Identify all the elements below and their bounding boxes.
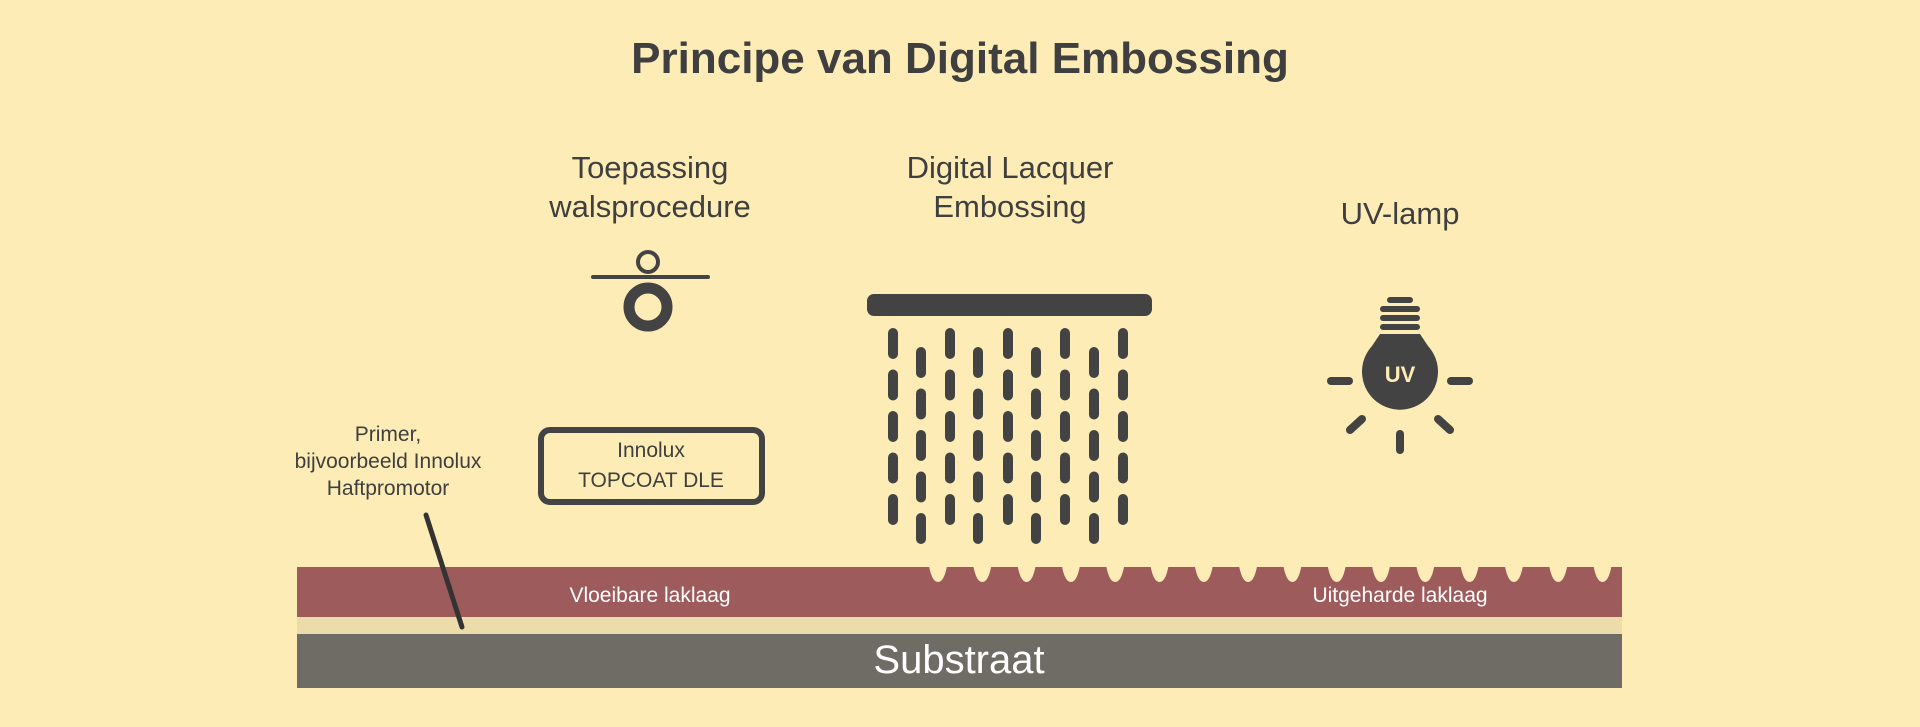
step-dle-line2: Embossing [933, 189, 1087, 224]
substrate-layer [297, 634, 1622, 688]
droplet [1060, 328, 1070, 359]
primer-layer [297, 617, 1622, 634]
emboss-notch [1194, 566, 1213, 582]
droplet [1060, 369, 1070, 401]
print-head-icon [867, 294, 1152, 316]
droplet [945, 452, 955, 484]
droplet [916, 471, 926, 503]
droplet [973, 471, 983, 503]
product-name: Innolux [617, 439, 685, 462]
primer-line2: bijvoorbeeld Innolux [294, 450, 482, 473]
droplet [973, 388, 983, 420]
roller-icon [591, 250, 710, 332]
emboss-notch [1106, 566, 1125, 582]
emboss-notch [1327, 566, 1346, 582]
emboss-notch [1061, 566, 1080, 582]
droplet [945, 494, 955, 525]
page-title: Principe van Digital Embossing [631, 34, 1289, 83]
droplet [945, 328, 955, 359]
droplet [1118, 452, 1128, 484]
primer-pointer-line [423, 512, 465, 630]
uv-bulb-icon [1327, 297, 1473, 454]
droplet [916, 388, 926, 420]
droplet [1118, 411, 1128, 442]
step-roller-line1: Toepassing [571, 150, 729, 185]
emboss-notch [1504, 566, 1523, 582]
droplet [945, 411, 955, 442]
droplet [1031, 347, 1041, 378]
step-dle-line1: Digital Lacquer [906, 150, 1114, 185]
step-roller-heading: Toepassing walsprocedure [549, 148, 751, 226]
droplet [1060, 452, 1070, 484]
droplet [1003, 452, 1013, 484]
lacquer-layer [297, 567, 1622, 617]
primer-line1: Primer, [354, 423, 422, 446]
step-roller-line2: walsprocedure [549, 189, 751, 224]
droplet [1003, 411, 1013, 442]
cured-layer-label: Uitgeharde laklaag [1312, 584, 1488, 607]
droplet [1060, 411, 1070, 442]
primer-line3: Haftpromotor [326, 477, 450, 500]
primer-label: Primer, bijvoorbeeld Innolux Haftpromoto… [295, 421, 482, 502]
product-variant: TOPCOAT DLE [578, 469, 724, 492]
droplet [888, 411, 898, 442]
step-dle-heading: Digital Lacquer Embossing [907, 148, 1114, 226]
emboss-notch [1593, 566, 1612, 582]
droplet [888, 494, 898, 525]
droplet [1031, 513, 1041, 544]
emboss-notch [1549, 566, 1568, 582]
droplet [1060, 494, 1070, 525]
droplet [1031, 430, 1041, 461]
droplet [1089, 513, 1099, 544]
emboss-notch [1372, 566, 1390, 582]
droplet [1118, 328, 1128, 359]
droplet [1118, 369, 1128, 401]
step-uv-heading: UV-lamp [1340, 196, 1460, 231]
product-box [538, 427, 765, 505]
droplet [916, 513, 926, 544]
emboss-notch [1150, 566, 1169, 582]
droplet [1089, 430, 1099, 461]
uv-bulb-label: UV [1384, 362, 1416, 387]
droplet [888, 369, 898, 401]
droplet [888, 328, 898, 359]
droplet [1003, 328, 1013, 359]
droplet [973, 347, 983, 378]
lacquer-droplets [888, 328, 1128, 544]
embossed-texture [929, 566, 1612, 582]
droplet [945, 369, 955, 401]
droplet [1003, 494, 1013, 525]
droplet [973, 430, 983, 461]
substrate-label: Substraat [873, 638, 1045, 682]
droplet [916, 430, 926, 461]
liquid-layer-label: Vloeibare laklaag [569, 584, 731, 607]
droplet [973, 513, 983, 544]
droplet [1089, 347, 1099, 378]
emboss-notch [1239, 566, 1258, 582]
emboss-notch [1017, 566, 1036, 582]
droplet [1089, 471, 1099, 503]
droplet [916, 347, 926, 378]
product-box-text: Innolux TOPCOAT DLE [578, 436, 724, 496]
emboss-notch [929, 566, 947, 582]
droplet [1003, 369, 1013, 401]
droplet [1118, 494, 1128, 525]
droplet [1089, 388, 1099, 420]
droplet [1031, 388, 1041, 420]
emboss-notch [1460, 566, 1479, 582]
droplet [1031, 471, 1041, 503]
droplet [888, 452, 898, 484]
emboss-notch [973, 566, 992, 582]
emboss-notch [1283, 566, 1302, 582]
emboss-notch [1416, 566, 1435, 582]
